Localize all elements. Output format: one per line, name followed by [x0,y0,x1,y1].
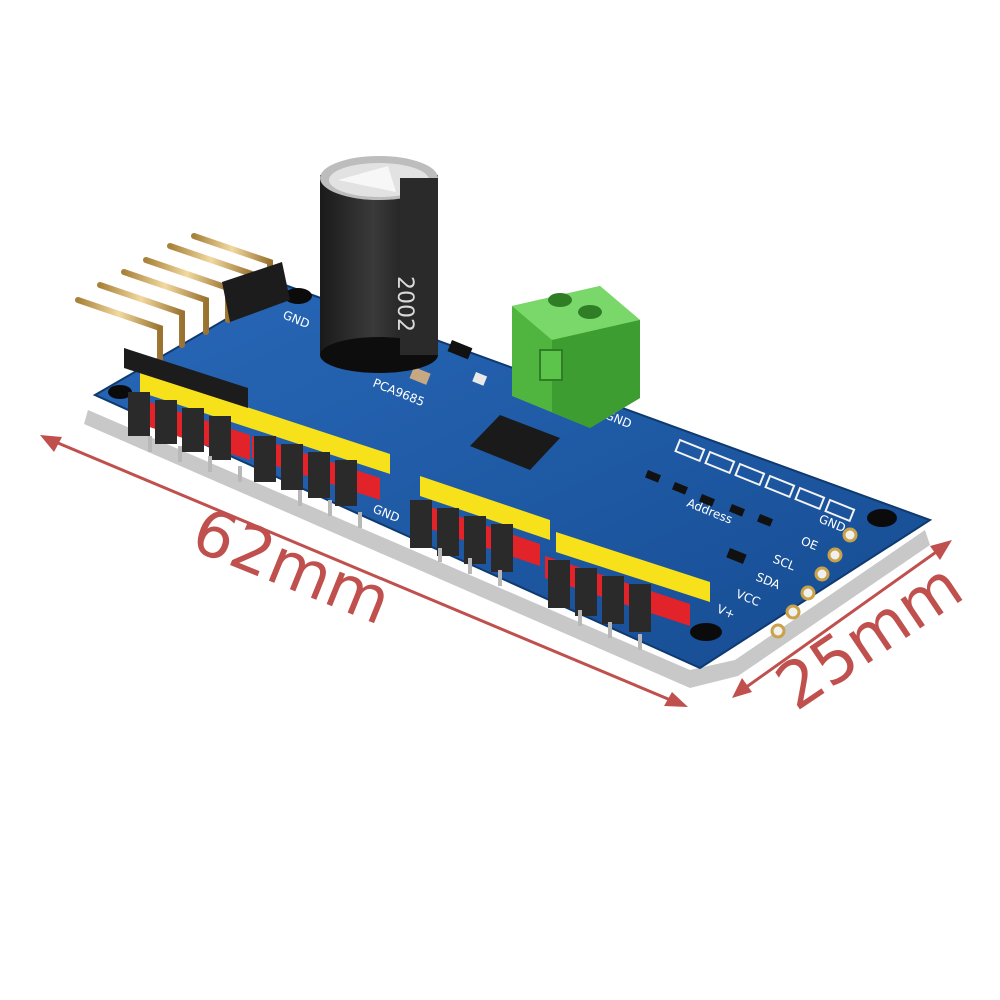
side-pin-holes [770,527,858,639]
silk-oe: OE [799,534,820,553]
capacitor-icon: 2002 [320,156,438,373]
mounting-hole-icon [284,288,312,304]
width-dimension-arrow [732,540,952,698]
terminal-block-icon [512,286,640,428]
bottom-pins [148,436,642,650]
smd-components [409,340,773,565]
capacitor-marking: 2002 [392,276,417,332]
mounting-hole-icon [690,623,722,641]
silk-vplus: V+ [715,602,737,622]
pcb-board: GND GND GND GND OE SCL SDA VCC V+ Addres… [84,283,933,688]
mounting-hole-icon [867,509,897,527]
right-angle-header-housing [222,262,290,322]
mounting-hole-icon [108,385,132,399]
address-jumper-pads [674,438,856,523]
servo-headers [124,297,710,632]
controller-chip [470,415,560,470]
length-dimension-arrow [40,435,688,707]
